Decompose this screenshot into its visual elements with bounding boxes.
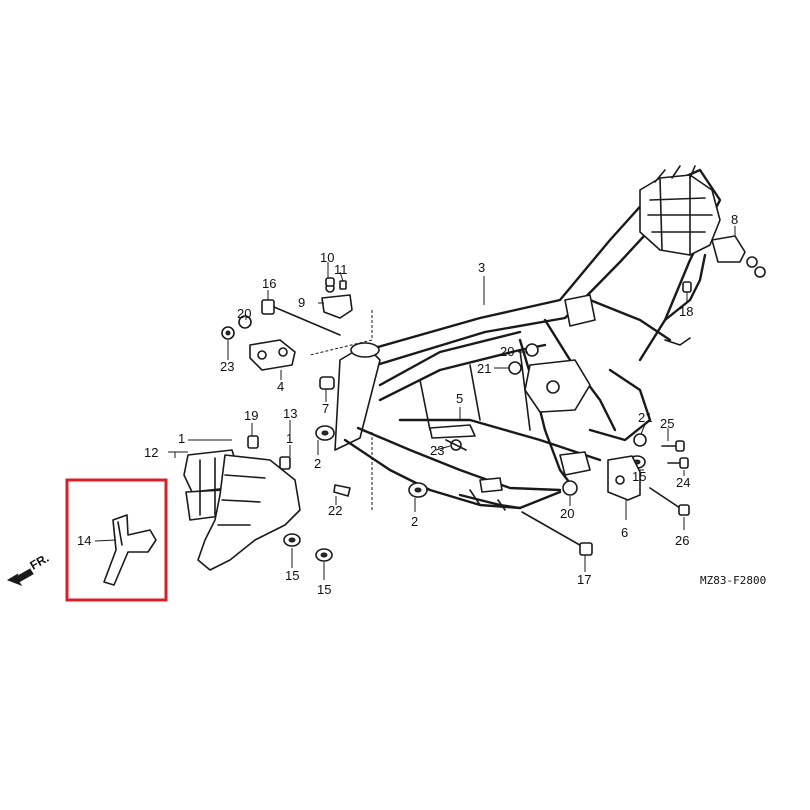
callout-12: 12 <box>144 445 158 460</box>
collar-20-top <box>525 343 539 357</box>
pin-22 <box>333 484 351 497</box>
callout-15a: 15 <box>285 568 299 583</box>
spacer-7 <box>319 376 335 390</box>
callout-13: 13 <box>283 406 297 421</box>
callout-20-bottom: 20 <box>560 506 574 521</box>
nut-23-left <box>221 326 235 340</box>
grommet-15b <box>315 548 333 562</box>
rear-clips <box>654 165 696 183</box>
front-arrow-icon <box>6 568 34 587</box>
callout-16: 16 <box>262 276 276 291</box>
clip-1-right <box>279 456 291 470</box>
callout-23-left: 23 <box>220 359 234 374</box>
bracket-8 <box>711 235 766 278</box>
bolt-23-center <box>445 439 467 451</box>
callout-6: 6 <box>621 525 628 540</box>
collar-21-top <box>508 361 522 375</box>
side-cover-13 <box>197 454 301 571</box>
screw-11 <box>339 280 347 290</box>
bolt-19 <box>247 435 259 449</box>
callout-11: 11 <box>334 262 348 277</box>
callout-26: 26 <box>675 533 689 548</box>
callout-23-center: 23 <box>430 443 444 458</box>
callout-10: 10 <box>320 250 334 265</box>
grommet-15a <box>283 533 301 547</box>
collar-20-bottom <box>562 480 578 496</box>
callout-15b: 15 <box>317 582 331 597</box>
callout-24: 24 <box>676 475 690 490</box>
callout-22: 22 <box>328 503 342 518</box>
front-label: FR. <box>28 551 52 573</box>
bolt-17 <box>521 511 593 556</box>
callout-4: 4 <box>277 379 284 394</box>
callout-25: 25 <box>660 416 674 431</box>
callout-21-top: 21 <box>477 361 491 376</box>
bolt-18 <box>682 281 692 293</box>
callout-21-right: 21 <box>638 410 652 425</box>
collar-20-left <box>238 315 252 329</box>
highlight-box-part-14 <box>65 478 168 602</box>
callout-8: 8 <box>731 212 738 227</box>
callout-18: 18 <box>679 304 693 319</box>
bolt-25 <box>661 440 685 452</box>
callout-9: 9 <box>298 295 305 310</box>
callout-15c: 15 <box>632 469 646 484</box>
bracket-6 <box>607 455 641 501</box>
callout-17: 17 <box>577 572 591 587</box>
callout-7: 7 <box>322 401 329 416</box>
bolt-24 <box>667 457 689 469</box>
callout-20-top: 20 <box>500 344 514 359</box>
bolt-26 <box>649 487 690 516</box>
callout-14: 14 <box>77 533 91 548</box>
clip-9 <box>321 283 353 319</box>
collar-21-right <box>633 433 647 447</box>
callout-2a: 2 <box>314 456 321 471</box>
mount-rubber-2a <box>315 425 335 441</box>
callout-20-left: 20 <box>237 306 251 321</box>
diagram-code: MZ83-F2800 <box>700 574 766 587</box>
bracket-5 <box>429 424 476 439</box>
callout-5: 5 <box>456 391 463 406</box>
screw-10 <box>325 277 335 287</box>
callout-19: 19 <box>244 408 258 423</box>
main-frame <box>334 168 722 511</box>
callout-labels: 3 10 11 16 9 20 23 4 7 20 21 5 23 19 13 … <box>77 212 738 597</box>
callout-3: 3 <box>478 260 485 275</box>
bracket-14 <box>103 514 157 586</box>
mount-rubber-2b <box>408 482 428 498</box>
bracket-4 <box>249 339 296 371</box>
callout-1b: 1 <box>286 431 293 446</box>
leader-lines <box>94 226 736 580</box>
front-direction-indicator: FR. <box>6 551 52 587</box>
callout-2b: 2 <box>411 514 418 529</box>
callout-1a: 1 <box>178 431 185 446</box>
